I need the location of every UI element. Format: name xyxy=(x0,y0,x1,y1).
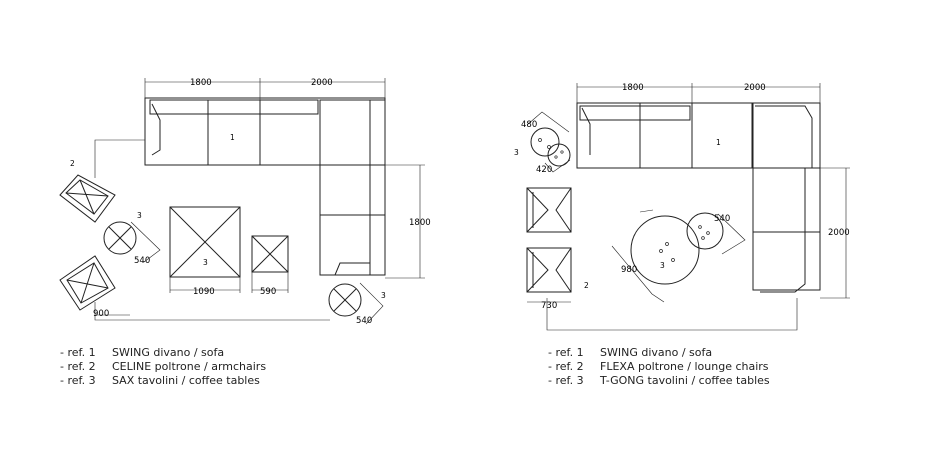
right-dim-2000: 2000 xyxy=(744,83,766,93)
legend-text: SWING divano / sofa xyxy=(600,346,713,359)
right-outline xyxy=(546,298,798,331)
right-dim-730: 730 xyxy=(541,301,557,311)
left-round-table-lower xyxy=(328,282,384,325)
right-dim-480: 480 xyxy=(521,120,537,130)
left-dim-590: 590 xyxy=(260,287,276,297)
right-dim-420: 420 xyxy=(536,165,552,175)
left-dim-900: 900 xyxy=(93,309,109,319)
left-dim-1090: 1090 xyxy=(193,287,215,297)
left-armchair-lower xyxy=(59,255,116,311)
legend-text: SAX tavolini / coffee tables xyxy=(112,374,260,387)
left-dim-2000: 2000 xyxy=(311,78,333,88)
right-legend: - ref. 1 SWING divano / sofa - ref. 2 FLEX… xyxy=(548,346,770,388)
legend-text: FLEXA poltrone / lounge chairs xyxy=(600,360,769,373)
right-table-round-large xyxy=(611,209,700,303)
left-ref-table-upper: 3 xyxy=(137,211,142,220)
legend-prefix: - ref. 2 xyxy=(60,360,96,373)
left-legend-row: - ref. 3 SAX tavolini / coffee tables xyxy=(60,374,266,388)
legend-prefix: - ref. 1 xyxy=(60,346,96,359)
right-dim-side: 2000 xyxy=(828,228,850,238)
legend-text: CELINE poltrone / armchairs xyxy=(112,360,267,373)
left-dim-540-lower: 540 xyxy=(356,316,372,326)
right-ref-sofa: 1 xyxy=(716,138,721,147)
left-dim-1800: 1800 xyxy=(190,78,212,88)
right-lounge-chair-upper xyxy=(526,187,572,233)
right-ref-table-upper: 3 xyxy=(514,148,519,157)
left-sofa xyxy=(144,97,386,276)
left-ref-armchairs: 2 xyxy=(70,159,75,168)
left-dim-side: 1800 xyxy=(409,218,431,228)
right-round-tables-upper xyxy=(526,111,571,173)
left-ref-sofa: 1 xyxy=(230,133,235,142)
right-legend-row: - ref. 1 SWING divano / sofa xyxy=(548,346,770,360)
left-dim-540-upper: 540 xyxy=(134,256,150,266)
left-ref-table-square: 3 xyxy=(203,258,208,267)
right-lounge-chair-lower xyxy=(526,247,572,303)
right-layout xyxy=(526,83,850,331)
left-table-square-small xyxy=(251,235,289,293)
legend-prefix: - ref. 3 xyxy=(548,374,584,387)
legend-prefix: - ref. 1 xyxy=(548,346,584,359)
left-dim-top xyxy=(144,78,386,100)
right-dim-side xyxy=(820,167,850,299)
right-ref-table-center: 3 xyxy=(660,261,665,270)
left-dim-right xyxy=(385,164,425,279)
right-dim-1800: 1800 xyxy=(622,83,644,93)
right-legend-row: - ref. 3 T-GONG tavolini / coffee tables xyxy=(548,374,770,388)
left-legend-row: - ref. 1 SWING divano / sofa xyxy=(60,346,266,360)
right-legend-row: - ref. 2 FLEXA poltrone / lounge chairs xyxy=(548,360,770,374)
right-dim-540: 540 xyxy=(714,214,730,224)
left-outline xyxy=(94,139,330,321)
left-armchair-upper xyxy=(59,174,116,223)
left-layout xyxy=(59,78,425,325)
left-ref-table-lower: 3 xyxy=(381,291,386,300)
right-ref-chairs: 2 xyxy=(584,281,589,290)
right-dim-980: 980 xyxy=(621,265,637,275)
legend-prefix: - ref. 2 xyxy=(548,360,584,373)
left-legend: - ref. 1 SWING divano / sofa - ref. 2 CELI… xyxy=(60,346,266,388)
left-legend-row: - ref. 2 CELINE poltrone / armchairs xyxy=(60,360,266,374)
legend-prefix: - ref. 3 xyxy=(60,374,96,387)
right-sofa xyxy=(576,102,821,293)
table-dots xyxy=(538,138,710,262)
right-table-round-medium xyxy=(686,212,746,255)
right-dim-top xyxy=(576,83,821,105)
left-table-square-large xyxy=(169,206,241,293)
legend-text: T-GONG tavolini / coffee tables xyxy=(600,374,770,387)
left-round-table-upper xyxy=(103,221,161,263)
legend-text: SWING divano / sofa xyxy=(112,346,225,359)
